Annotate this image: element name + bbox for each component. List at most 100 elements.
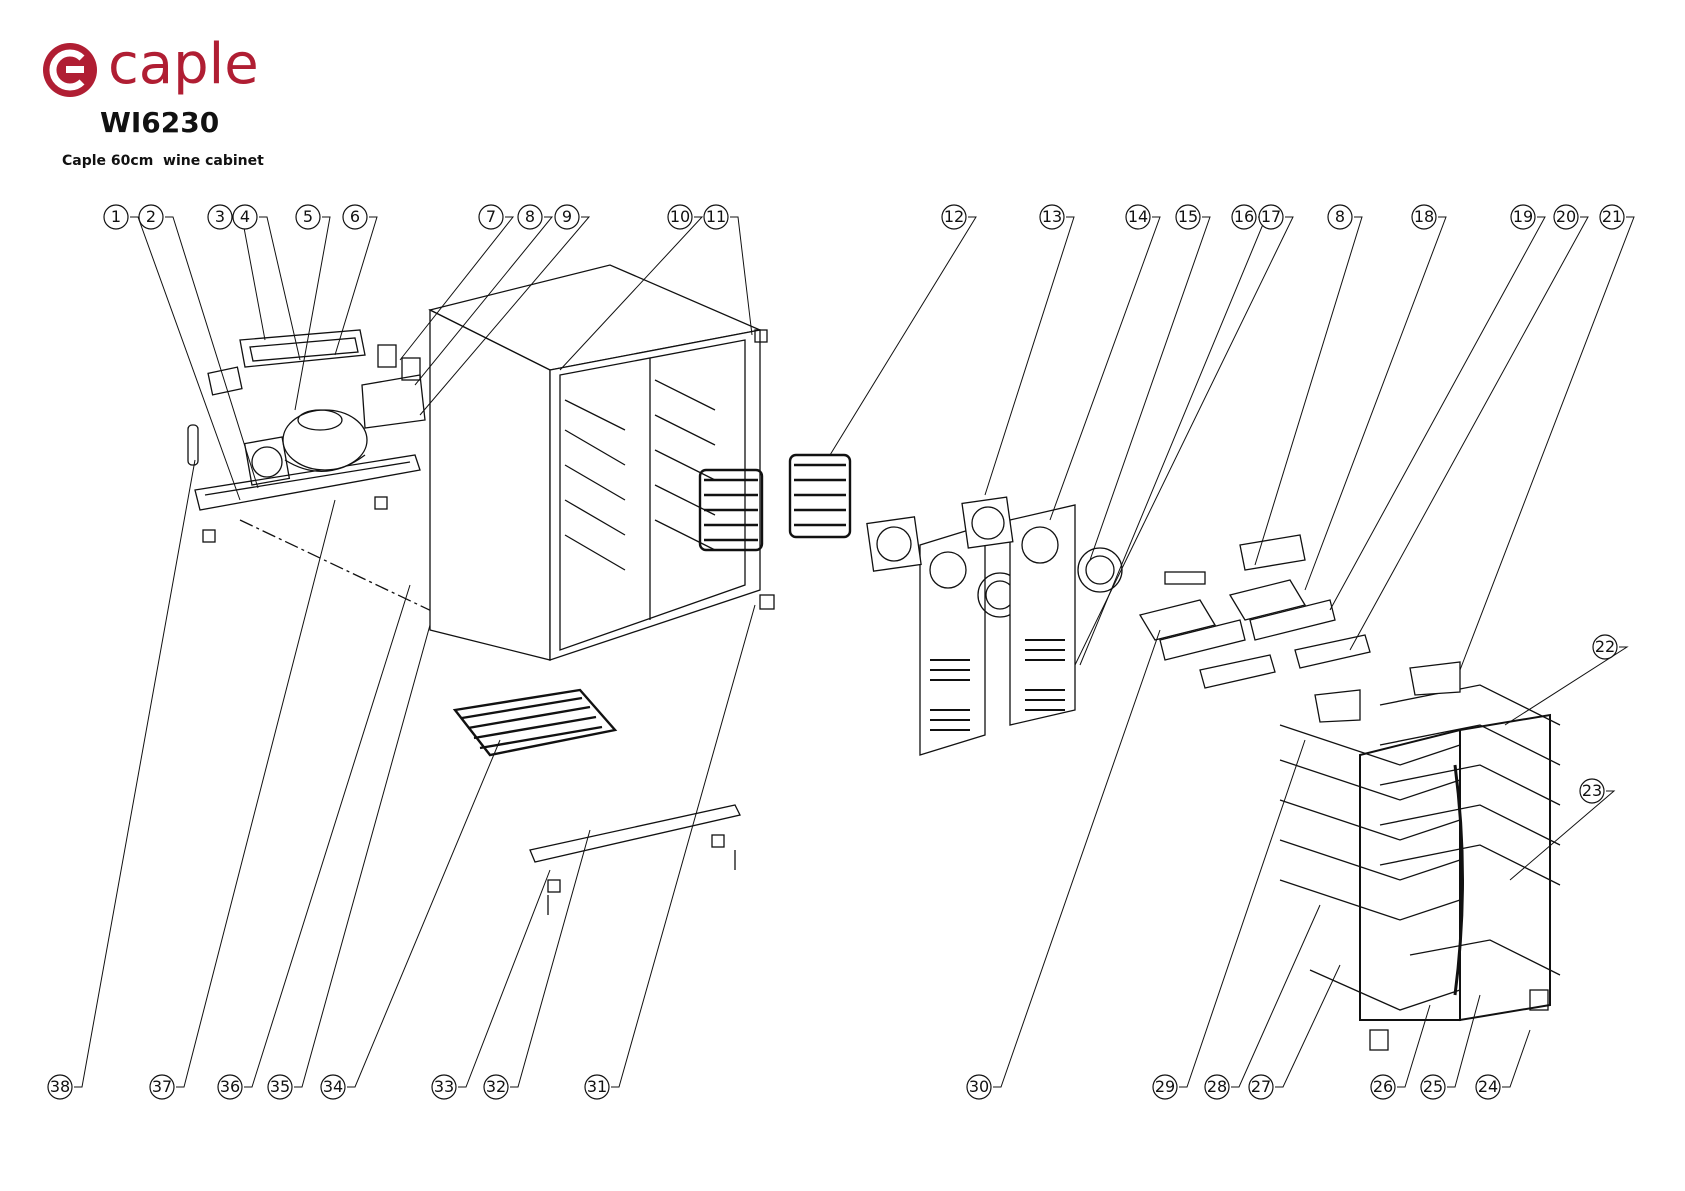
callout-number: 4 <box>240 207 250 226</box>
leader-line <box>730 217 752 335</box>
leader-line <box>294 625 430 1087</box>
leader-line <box>1305 217 1446 590</box>
callout-c27: 27 <box>1249 965 1340 1099</box>
callout-number: 27 <box>1251 1077 1271 1096</box>
leader-line <box>1510 791 1614 880</box>
callout-number: 3 <box>215 207 225 226</box>
leader-line <box>1397 1005 1430 1087</box>
leader-line <box>830 217 976 455</box>
callout-number: 25 <box>1423 1077 1443 1096</box>
leader-line <box>1255 217 1362 565</box>
compressor-assembly <box>188 330 440 615</box>
callout-c15: 15 <box>1090 205 1210 560</box>
fan-panel-left <box>867 517 1022 755</box>
callout-number: 38 <box>50 1077 70 1096</box>
condenser-coil <box>455 690 615 755</box>
callout-number: 12 <box>944 207 964 226</box>
callout-number: 34 <box>323 1077 343 1096</box>
callout-number: 2 <box>146 207 156 226</box>
callout-number: 18 <box>1414 207 1434 226</box>
callout-c37: 37 <box>150 500 335 1099</box>
leader-line <box>611 605 755 1087</box>
leader-line <box>1179 740 1305 1087</box>
callout-c18: 18 <box>1305 205 1446 590</box>
callout-number: 22 <box>1595 637 1615 656</box>
leader-line <box>1231 905 1320 1087</box>
leader-line <box>1050 217 1160 520</box>
callout-c35: 35 <box>268 625 430 1099</box>
fan-panel-right <box>962 497 1122 725</box>
callout-c38: 38 <box>48 460 195 1099</box>
callout-c25: 25 <box>1421 995 1480 1099</box>
glass-door <box>1360 715 1550 1050</box>
leader-line <box>74 460 195 1087</box>
callout-c28: 28 <box>1205 905 1320 1099</box>
callout-c14: 14 <box>1050 205 1160 520</box>
callout-number: 11 <box>706 207 726 226</box>
callout-number: 30 <box>969 1077 989 1096</box>
callout-c23: 23 <box>1510 779 1614 880</box>
callout-c29: 29 <box>1153 740 1305 1099</box>
wine-shelves <box>1280 662 1560 1010</box>
callout-number: 8 <box>1335 207 1345 226</box>
callout-number: 9 <box>562 207 572 226</box>
leader-line <box>458 870 550 1087</box>
leader-line <box>1502 1030 1530 1087</box>
callout-number: 37 <box>152 1077 172 1096</box>
callout-number: 24 <box>1478 1077 1498 1096</box>
callout-number: 5 <box>303 207 313 226</box>
callout-number: 23 <box>1582 781 1602 800</box>
callout-number: 21 <box>1602 207 1622 226</box>
callout-number: 8 <box>525 207 535 226</box>
callout-number: 7 <box>486 207 496 226</box>
callout-number: 36 <box>220 1077 240 1096</box>
callout-c5: 5 <box>295 205 330 410</box>
leader-line <box>1350 217 1588 650</box>
callout-c32: 32 <box>484 830 590 1099</box>
callout-number: 10 <box>670 207 690 226</box>
leader-line <box>347 740 500 1087</box>
callout-number: 16 <box>1234 207 1254 226</box>
callout-number: 33 <box>434 1077 454 1096</box>
callout-number: 32 <box>486 1077 506 1096</box>
leader-line <box>510 830 590 1087</box>
callout-number: 6 <box>350 207 360 226</box>
callout-c21: 21 <box>1460 205 1634 670</box>
callout-number: 1 <box>111 207 121 226</box>
callout-c13: 13 <box>985 205 1074 495</box>
callout-c31: 31 <box>585 605 755 1099</box>
callout-c12: 12 <box>830 205 976 455</box>
callout-c24: 24 <box>1476 1030 1530 1099</box>
callout-c33: 33 <box>432 870 550 1099</box>
callout-number: 29 <box>1155 1077 1175 1096</box>
callout-number: 20 <box>1556 207 1576 226</box>
leader-line <box>1090 217 1210 560</box>
leader-line <box>985 217 1074 495</box>
callout-c20: 20 <box>1350 205 1588 650</box>
callout-c8b: 8 <box>1255 205 1362 565</box>
leader-line <box>1460 217 1634 670</box>
callout-c22: 22 <box>1505 635 1627 725</box>
callout-number: 28 <box>1207 1077 1227 1096</box>
leader-line <box>244 585 410 1087</box>
leader-line <box>295 217 330 410</box>
leader-line <box>234 217 265 340</box>
callout-number: 35 <box>270 1077 290 1096</box>
callout-c1: 1 <box>104 205 240 500</box>
callout-number: 13 <box>1042 207 1062 226</box>
callout-number: 26 <box>1373 1077 1393 1096</box>
callout-number: 19 <box>1513 207 1533 226</box>
callout-c34: 34 <box>321 740 500 1099</box>
callout-number: 15 <box>1178 207 1198 226</box>
bottom-rail <box>530 805 740 915</box>
callout-number: 14 <box>1128 207 1148 226</box>
callout-number: 17 <box>1261 207 1281 226</box>
callout-number: 31 <box>587 1077 607 1096</box>
leader-line <box>1330 217 1545 610</box>
leader-line <box>130 217 240 500</box>
leader-line <box>1447 995 1480 1087</box>
callout-c19: 19 <box>1330 205 1545 610</box>
leader-line <box>176 500 335 1087</box>
control-assembly <box>1140 535 1370 688</box>
